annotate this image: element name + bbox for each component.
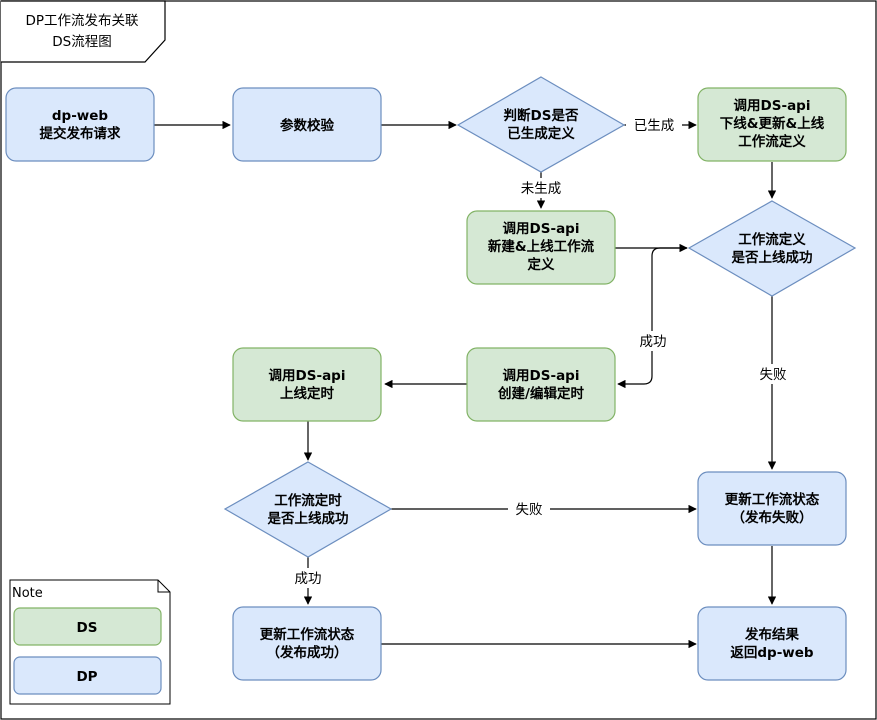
- title-line-1: DP工作流发布关联: [25, 13, 139, 29]
- node-judge-ds: 判断DS是否 已生成定义: [456, 76, 626, 173]
- legend-dp-swatch: [13, 656, 162, 695]
- node-publish-result-line-1: 发布结果: [744, 626, 799, 643]
- node-param-check-label: 参数校验: [280, 117, 334, 134]
- node-param-check: 参数校验: [232, 87, 382, 162]
- edge-check-to-schedule: [617, 247, 687, 389]
- svg-text:DP工作流发布关联: DP工作流发布关联: [25, 13, 139, 29]
- node-call-create-online-line-3: 定义: [528, 256, 556, 273]
- title-frame: [1, 0, 166, 63]
- label-success-1: 成功: [640, 334, 667, 350]
- legend-ds-swatch: [13, 607, 162, 646]
- label-generated: 已生成: [634, 118, 675, 134]
- diagram-title: DP工作流发布关联 DS流程图: [1, 0, 166, 63]
- node-call-offline-update-line-2: 下线&更新&上线: [720, 115, 825, 132]
- node-update-status-fail: 更新工作流状态 （发布失败）: [697, 471, 847, 546]
- edge-labels: 已生成 未生成 成功 失败 失败 成功: [287, 115, 791, 588]
- node-update-status-success-line-2: （发布成功）: [267, 644, 348, 661]
- node-call-create-schedule: 调用DS-api 创建/编辑定时: [466, 347, 616, 422]
- label-fail-1: 失败: [760, 367, 788, 383]
- node-dp-web-line-1: dp-web: [52, 108, 109, 124]
- node-update-status-fail-line-1: 更新工作流状态: [725, 491, 820, 508]
- node-update-status-success-line-1: 更新工作流状态: [260, 626, 355, 643]
- legend-title: Note: [12, 586, 43, 601]
- node-call-create-schedule-line-2: 创建/编辑定时: [497, 385, 584, 402]
- node-call-offline-update-line-3: 工作流定义: [738, 133, 806, 150]
- node-call-offline-update: 调用DS-api 下线&更新&上线 工作流定义: [697, 87, 847, 162]
- legend-ds-label: DS: [77, 620, 98, 636]
- node-schedule-online-success: 工作流定时 是否上线成功: [223, 461, 393, 558]
- node-judge-ds-line-2: 已生成定义: [507, 125, 575, 142]
- legend-fold-corner: [157, 580, 170, 593]
- node-call-offline-update-line-1: 调用DS-api: [734, 98, 811, 114]
- legend: Note DS DP: [9, 579, 171, 705]
- node-call-create-online-line-2: 新建&上线工作流: [488, 238, 595, 255]
- node-call-online-schedule-line-2: 上线定时: [280, 385, 334, 402]
- label-success-2: 成功: [295, 571, 322, 587]
- node-judge-ds-line-1: 判断DS是否: [504, 107, 579, 124]
- node-update-status-success: 更新工作流状态 （发布成功）: [232, 606, 382, 681]
- label-fail-2: 失败: [516, 502, 544, 518]
- node-wf-online-success-line-1: 工作流定义: [738, 231, 806, 248]
- node-schedule-online-success-line-1: 工作流定时: [274, 492, 342, 509]
- node-publish-result-line-2: 返回dp-web: [730, 645, 814, 661]
- node-publish-result: 发布结果 返回dp-web: [697, 606, 847, 681]
- node-update-status-fail-line-2: （发布失败）: [732, 509, 813, 526]
- node-call-create-online: 调用DS-api 新建&上线工作流 定义: [466, 210, 616, 285]
- node-schedule-online-success-line-2: 是否上线成功: [268, 510, 349, 527]
- node-wf-online-success: 工作流定义 是否上线成功: [687, 200, 857, 297]
- node-call-online-schedule-line-1: 调用DS-api: [269, 368, 346, 384]
- node-call-create-schedule-line-1: 调用DS-api: [503, 368, 580, 384]
- title-line-2: DS流程图: [52, 34, 111, 50]
- node-wf-online-success-line-2: 是否上线成功: [732, 249, 813, 266]
- node-dp-web: dp-web 提交发布请求: [5, 87, 155, 162]
- node-call-online-schedule: 调用DS-api 上线定时: [232, 347, 382, 422]
- node-call-create-online-line-1: 调用DS-api: [503, 221, 580, 237]
- svg-text:DS流程图: DS流程图: [52, 34, 111, 50]
- legend-dp-label: DP: [76, 669, 97, 685]
- label-not-generated: 未生成: [521, 181, 562, 197]
- node-dp-web-line-2: 提交发布请求: [40, 125, 121, 142]
